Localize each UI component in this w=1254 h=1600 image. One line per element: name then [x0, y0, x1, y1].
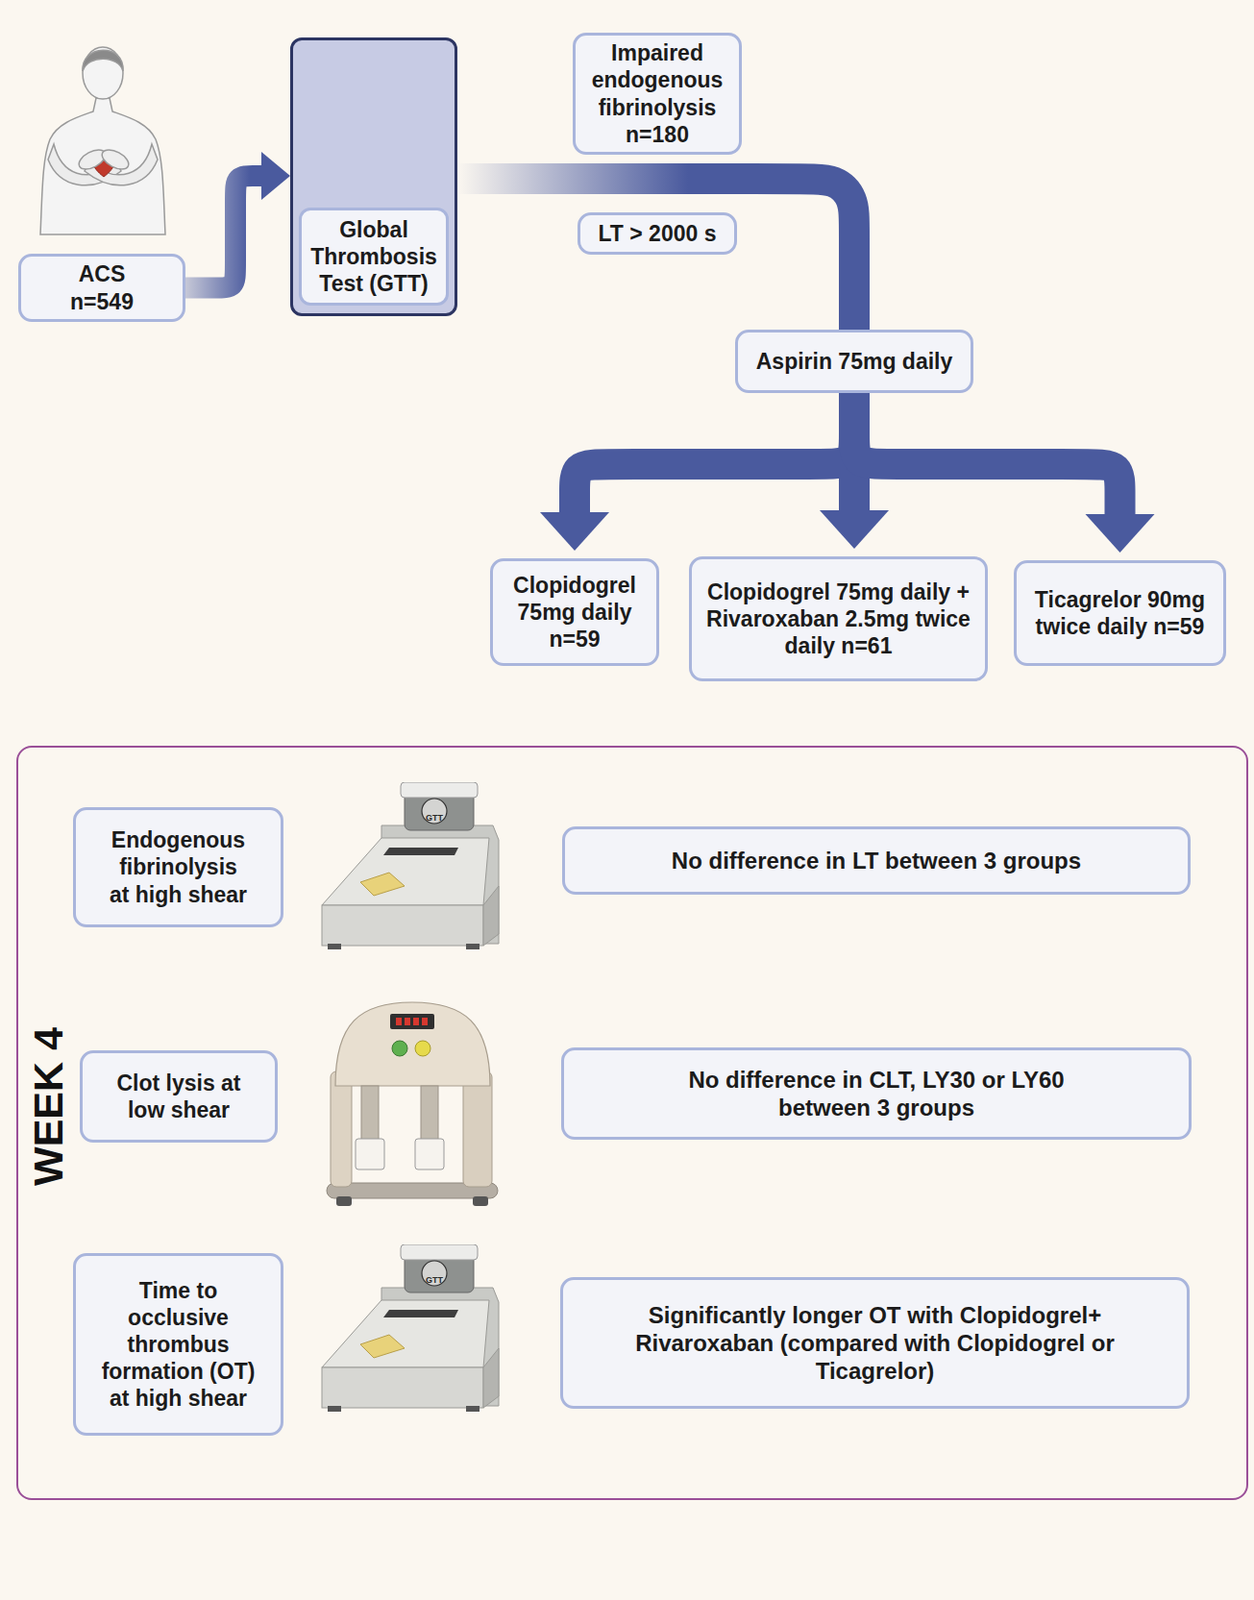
- edge-group: [185, 151, 1156, 553]
- arm-box: Clopidogrel 75mg daily n=59: [490, 558, 660, 666]
- finding-box: No difference in CLT, LY30 or LY60 betwe…: [561, 1047, 1192, 1140]
- treatment-box: Aspirin 75mg daily: [735, 329, 974, 394]
- finding-box: Significantly longer OT with Clopidogrel…: [560, 1277, 1190, 1409]
- node-text: LT > 2000 s: [598, 220, 717, 247]
- device-logo: GTT: [425, 1276, 443, 1285]
- arrow-head: [261, 151, 291, 200]
- flow-band: [185, 175, 264, 289]
- assay-box: Endogenous fibrinolysis at high shear: [73, 807, 284, 928]
- node-text: Aspirin 75mg daily: [756, 347, 954, 375]
- arm-box: Clopidogrel 75mg daily + Rivaroxaban 2.5…: [688, 556, 988, 682]
- flow-arrow: [185, 151, 291, 289]
- device-logo: GTT: [425, 813, 443, 823]
- node-text: Time to occlusive thrombus formation (OT…: [92, 1277, 266, 1412]
- flow-arrow: [854, 393, 1156, 553]
- assay-box: Time to occlusive thrombus formation (OT…: [73, 1253, 284, 1436]
- node-text: Significantly longer OT with Clopidogrel…: [587, 1301, 1164, 1386]
- clot-device: [326, 1002, 498, 1206]
- node-text: No difference in CLT, LY30 or LY60 betwe…: [650, 1065, 1103, 1123]
- flow-band: [574, 393, 855, 515]
- node-text: Impaired endogenous fibrinolysis n=180: [585, 39, 730, 148]
- node-text: Ticagrelor 90mg twice daily n=59: [1026, 586, 1214, 640]
- input-box: ACS n=549: [18, 253, 186, 322]
- arm-box: Ticagrelor 90mg twice daily n=59: [1013, 560, 1227, 666]
- gtt-device: [321, 782, 499, 950]
- finding-box: No difference in LT between 3 groups: [562, 826, 1191, 895]
- node-text: Clopidogrel 75mg daily n=59: [502, 571, 647, 653]
- flow-band: [854, 393, 1121, 517]
- assay-box: Clot lysis at low shear: [79, 1050, 278, 1143]
- gtt-device: [321, 1244, 499, 1412]
- result-box: Impaired endogenous fibrinolysis n=180: [572, 32, 742, 155]
- test-box: Global Thrombosis Test (GTT): [290, 37, 458, 317]
- patient-figure: [40, 47, 166, 235]
- node-text: No difference in LT between 3 groups: [671, 846, 1082, 875]
- arrow-head: [819, 510, 889, 549]
- week-panel: WEEK 4 Endogenous fibrinolysis at high sh…: [16, 745, 1249, 1500]
- flow-arrow: [457, 178, 855, 330]
- node-text: Clot lysis at low shear: [115, 1069, 243, 1124]
- arrow-head: [540, 512, 610, 551]
- flow-band: [457, 178, 855, 330]
- flow-arrow: [540, 393, 855, 551]
- panel-title: WEEK 4: [27, 1027, 70, 1186]
- node-text: Global Thrombosis Test (GTT): [298, 207, 449, 306]
- node-text: Endogenous fibrinolysis at high shear: [108, 826, 248, 908]
- node-text: ACS n=549: [53, 260, 150, 315]
- arrow-head: [1085, 514, 1156, 553]
- threshold-box: LT > 2000 s: [577, 212, 738, 255]
- node-text: Clopidogrel 75mg daily + Rivaroxaban 2.5…: [701, 578, 976, 660]
